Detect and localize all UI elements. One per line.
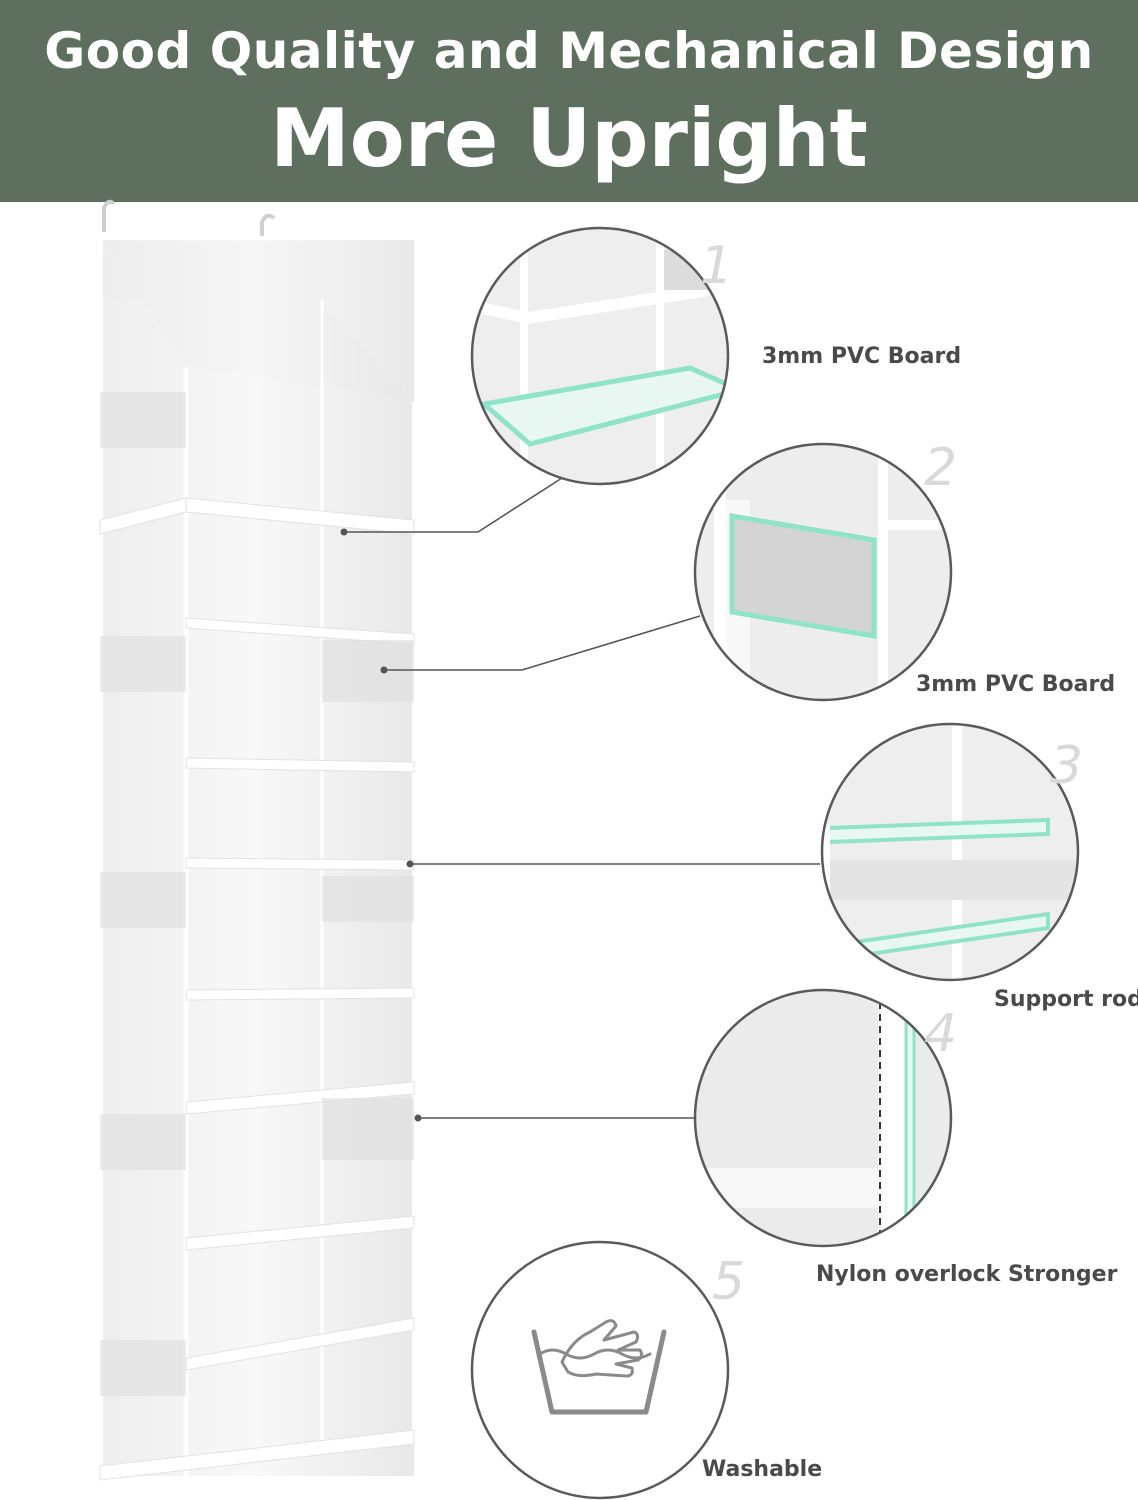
detail-circle-5 [470,1240,730,1500]
shelf-1-side [99,497,187,535]
detail-circle-3 [820,722,1080,982]
detail-circle-2 [693,442,953,702]
leader-line-1 [344,477,563,533]
shelf-6 [185,1081,415,1115]
side-band-3 [322,1098,414,1160]
header-banner: Good Quality and Mechanical Design More … [0,0,1138,202]
callout-number-2: 2 [924,438,958,498]
pocket-band-5 [100,1340,186,1396]
door-hook-left [102,199,116,232]
leader-dot-2 [380,666,388,674]
leader-dot-3 [406,860,414,868]
banner-title-line2: More Upright [270,92,868,185]
shelf-4 [185,857,415,871]
detail-circle-4 [693,988,953,1248]
leader-dot-4 [414,1114,422,1122]
callout-label-4: Nylon overlock Stronger [816,1262,1118,1287]
shelf-bottom [99,1429,415,1481]
shelf-3 [185,757,415,773]
leader-line-2 [384,615,701,671]
pocket-band-4 [100,1114,186,1170]
callout-number-3: 3 [1050,736,1084,796]
pocket-band-1 [100,392,186,448]
shelf-7 [185,1215,415,1251]
callout-label-3: Support rod [994,987,1138,1012]
callout-label-5: Washable [702,1457,823,1482]
door-hook-right [260,213,276,246]
shelf-5 [185,987,415,1001]
side-band-2 [322,876,414,922]
banner-title-line1: Good Quality and Mechanical Design [44,22,1094,80]
side-band-1 [322,640,414,702]
callout-number-5: 5 [712,1252,746,1312]
washable-hand-wash-icon [531,1319,667,1415]
leader-dot-1 [340,528,348,536]
pocket-band-2 [100,636,186,692]
callout-number-1: 1 [700,236,734,296]
callout-label-1: 3mm PVC Board [762,344,962,369]
callout-label-2: 3mm PVC Board [916,672,1116,697]
door-organizer [94,199,420,1481]
pocket-band-3 [100,872,186,928]
leader-lines [344,477,820,1119]
callout-number-4: 4 [924,1004,958,1064]
